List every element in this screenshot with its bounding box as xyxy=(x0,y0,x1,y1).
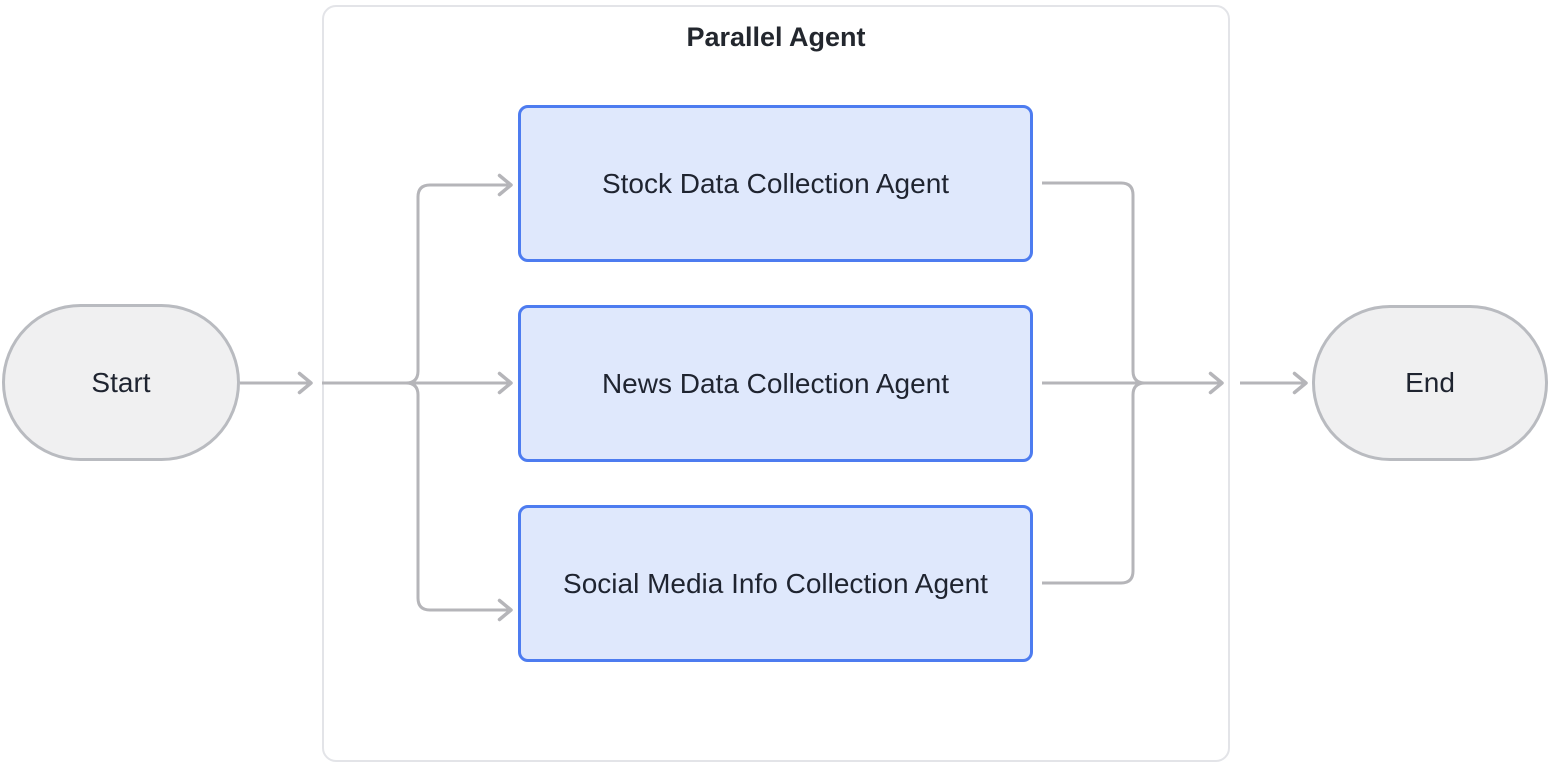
arrowhead-start-to-group xyxy=(297,371,313,395)
edge-stock-agent-to-merge xyxy=(1042,181,1146,385)
group-title: Parallel Agent xyxy=(686,22,866,52)
arrowhead-news-agent xyxy=(497,371,513,395)
start-node: Start xyxy=(2,304,240,461)
arrowhead-stock-agent xyxy=(497,173,513,197)
arrowhead-end xyxy=(1292,371,1308,395)
start-node-label: Start xyxy=(91,366,151,398)
agent-node-social-media-info-collection: Social Media Info Collection Agent xyxy=(518,505,1033,662)
edge-split-to-social-agent xyxy=(405,381,508,612)
arrowhead-social-agent xyxy=(497,598,513,622)
agent-node-news-data-collection: News Data Collection Agent xyxy=(518,305,1033,462)
agent-node-label: Stock Data Collection Agent xyxy=(601,167,950,199)
edge-social-agent-to-merge xyxy=(1042,381,1146,585)
end-node-label: End xyxy=(1405,367,1455,398)
edge-split-to-stock-agent xyxy=(405,183,508,385)
end-node: End xyxy=(1312,305,1548,461)
agent-node-stock-data-collection: Stock Data Collection Agent xyxy=(518,105,1033,262)
agent-node-label: News Data Collection Agent xyxy=(601,367,950,399)
arrowhead-exit xyxy=(1208,371,1224,395)
agent-node-label: Social Media Info Collection Agent xyxy=(563,567,988,599)
